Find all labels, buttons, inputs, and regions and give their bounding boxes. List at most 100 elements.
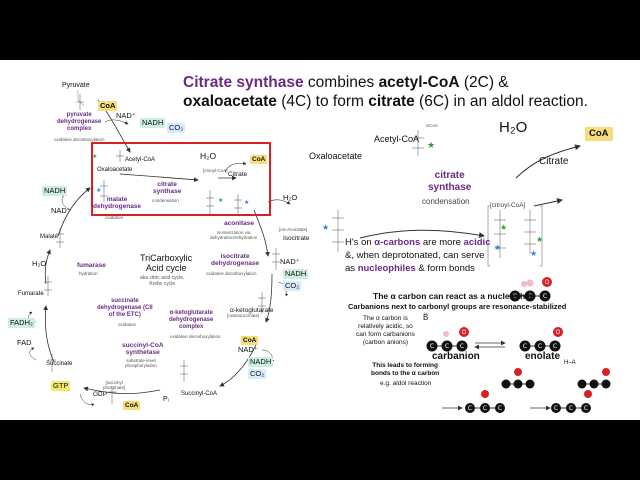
acetylcoa-label: Acetyl-CoA xyxy=(125,157,156,163)
h2o-reaction: H₂O xyxy=(499,119,528,136)
gdp-label: GDP xyxy=(93,391,108,398)
idh-sub: oxidative decarboxylation xyxy=(206,271,257,276)
tca-subtitle: aka citric acid cycle, Krebs cycle xyxy=(140,275,185,287)
svg-text:★: ★ xyxy=(530,249,537,258)
condensation-label: condensation xyxy=(422,197,470,206)
citryl-reaction-label: [citroyl-CoA] xyxy=(490,202,526,209)
svg-text:C: C xyxy=(584,405,588,412)
svg-text:★: ★ xyxy=(322,223,329,232)
nucleophile-heading: The α carbon can react as a nucleophile xyxy=(373,291,535,301)
nadh-badge-mdh: NADH xyxy=(42,186,68,197)
co2-badge-pdh: CO₂ xyxy=(167,123,186,134)
akgdh-enzyme: α-ketoglutarate dehydrogenase complex xyxy=(169,310,214,330)
oxalosuccinate-label: [oxalosuccinate] xyxy=(227,313,260,318)
pyruvate-label: Pyruvate xyxy=(62,82,90,89)
slide: Citrate synthase combines acetyl-CoA (2C… xyxy=(0,60,640,420)
svg-text:C: C xyxy=(430,343,434,350)
highlight-box xyxy=(91,142,271,216)
svg-text:C: C xyxy=(538,343,542,350)
svg-text:C: C xyxy=(523,343,527,350)
svg-text:★: ★ xyxy=(96,187,101,194)
svg-text:★: ★ xyxy=(427,141,435,151)
slide-title: Citrate synthase combines acetyl-CoA (2C… xyxy=(183,74,588,110)
svg-text:C: C xyxy=(445,343,449,350)
h2o-cs-label: H₂O xyxy=(200,151,217,161)
svg-text:C: C xyxy=(543,293,547,300)
malate-dh-sub: oxidation xyxy=(105,215,124,220)
svg-text:C: C xyxy=(468,405,472,412)
svg-text:C: C xyxy=(483,405,487,412)
svg-text:★: ★ xyxy=(536,235,543,244)
resonance-subheading: Carbanions next to carbonyl groups are r… xyxy=(348,302,567,311)
nad-label-mdh: NAD⁺ xyxy=(51,206,71,215)
enolate-label: enolate xyxy=(525,351,561,362)
fadh2-badge: FADH₂ xyxy=(8,318,35,329)
svg-text:C: C xyxy=(460,343,464,350)
malate-label: Malate xyxy=(40,234,59,240)
svg-text:★: ★ xyxy=(244,199,249,206)
cis-aconitate-label: [cis-Aconitate] xyxy=(279,227,308,232)
fumarase-sub: hydration xyxy=(79,271,98,276)
acetylcoa-reaction-label: Acetyl-CoA xyxy=(374,134,420,144)
succinate-label: Succinate xyxy=(46,361,73,367)
h2o-right-label: H₂O xyxy=(283,193,298,202)
sdh-sub: oxidation xyxy=(118,322,137,327)
isocitrate-label: Isocitrate xyxy=(283,235,310,242)
malate-dh-enzyme: malate dehydrogenase xyxy=(93,196,142,211)
svg-text:★: ★ xyxy=(500,223,507,232)
svg-text:★: ★ xyxy=(92,153,97,160)
svg-text:C: C xyxy=(498,405,502,412)
coa-badge-akg: CoA xyxy=(241,336,259,346)
coa-badge-cs: CoA xyxy=(250,155,268,165)
pdh-enzyme: pyruvate dehydrogenase complex xyxy=(57,112,102,132)
svg-text:C: C xyxy=(513,293,517,300)
citrate-synthase-sub: condensation xyxy=(152,198,179,203)
fumarate-label: Fumarate xyxy=(18,291,44,297)
aldol-example-note: e.g. aldol reaction xyxy=(380,380,432,387)
svg-text:★: ★ xyxy=(218,197,223,204)
tca-title: TriCarboxylic Acid cycle xyxy=(140,253,193,274)
coa-badge-scs: CoA xyxy=(123,401,141,411)
scs-sub: substrate-level phosphorylation xyxy=(125,358,157,369)
coa-badge-reaction: CoA xyxy=(585,127,613,142)
oxaloacetate-label: Oxaloacetate xyxy=(97,167,133,173)
nad-label-akg: NAD⁺ xyxy=(238,345,258,354)
gtp-badge: GTP xyxy=(51,381,71,392)
base-label: B̈ xyxy=(423,313,429,322)
alpha-h-explanation: H's on α-carbons are more acidic &, when… xyxy=(345,237,491,274)
bond-formation-note: This leads to forming bonds to the α car… xyxy=(371,362,440,377)
akg-label: α-ketoglutarate xyxy=(230,307,274,314)
fumarase-enzyme: fumarase xyxy=(77,262,106,269)
svg-text:C: C xyxy=(554,405,558,412)
citrate-synthase-reaction: citrate synthase xyxy=(428,170,472,193)
svg-text:C: C xyxy=(528,293,532,300)
citryl-label-cycle: [citroyl-CoA] xyxy=(203,168,228,173)
carbanion-label: carbanion xyxy=(432,351,480,362)
citrate-synthase-enzyme: citrate synthase xyxy=(153,181,182,196)
akgdh-sub: oxidative decarboxylation xyxy=(170,334,221,339)
scoa-label: SCoA xyxy=(426,123,438,128)
sdh-enzyme: succinate dehydrogenase (CII of the ETC) xyxy=(97,298,153,318)
aconitase-enzyme: aconitase xyxy=(224,220,254,227)
nad-label-idh: NAD⁺ xyxy=(280,257,300,266)
svg-text:O: O xyxy=(556,329,561,336)
alpha-acidic-note: The α carbon is relatively acidic, so ca… xyxy=(356,315,415,346)
ha-label: H–A xyxy=(564,360,576,366)
pi-label: Pᵢ xyxy=(163,396,169,403)
svg-text:★: ★ xyxy=(494,243,501,252)
citrate-label-cycle: Citrate xyxy=(228,171,248,178)
h2o-left-label: H₂O xyxy=(32,259,47,268)
nadh-badge-pdh: NADH xyxy=(140,118,166,129)
svg-text:C: C xyxy=(553,343,557,350)
oxaloacetate-reaction-label: Oxaloacetate xyxy=(309,151,363,161)
coa-badge-pdh: CoA xyxy=(98,101,118,112)
svg-text:O: O xyxy=(545,279,550,286)
pdh-sub: oxidative decarboxylation xyxy=(54,137,105,142)
succinylcoa-label: Succinyl-CoA xyxy=(181,391,218,397)
fad-label: FAD xyxy=(17,338,32,347)
co2-badge-akg: CO₂ xyxy=(248,369,267,380)
svg-text:C: C xyxy=(569,405,573,412)
nadh-badge-idh: NADH xyxy=(283,269,309,280)
aconitase-sub: isomerization via dehydration/rehydratio… xyxy=(210,230,258,241)
svg-text:O: O xyxy=(462,329,467,336)
